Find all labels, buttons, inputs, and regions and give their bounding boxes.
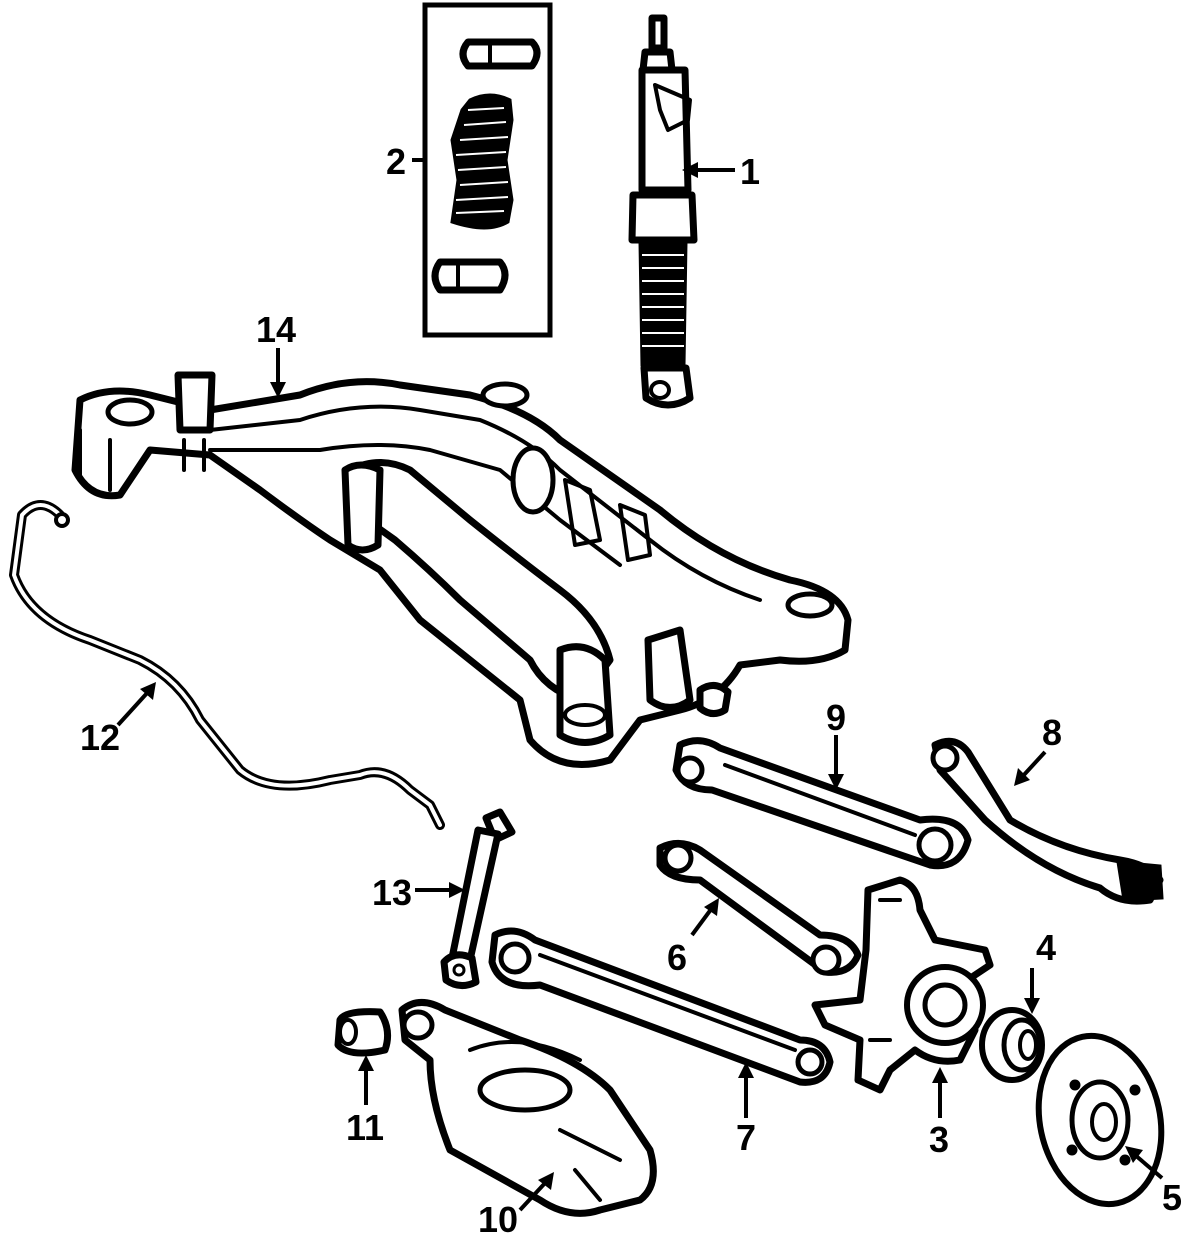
- callout-11: 11: [346, 1107, 384, 1148]
- rear-subframe: [71, 371, 852, 768]
- callout-6: 6: [667, 937, 687, 978]
- wheel-hub: [1035, 1032, 1165, 1208]
- upper-spring-insulator: [459, 38, 541, 70]
- lower-arm: [488, 927, 834, 1086]
- callout-5: 5: [1162, 1177, 1182, 1218]
- callout-12: 12: [80, 717, 120, 758]
- callout-2: 2: [386, 141, 406, 182]
- stabilizer-link: [440, 808, 516, 989]
- camber-arm: [930, 737, 1164, 905]
- callout-10: 10: [478, 1199, 518, 1240]
- shock-absorber: [628, 14, 698, 409]
- callout-14: 14: [256, 309, 296, 350]
- callout-7: 7: [736, 1117, 756, 1158]
- spring-kit-box: [412, 2, 553, 338]
- lower-spring-insulator: [431, 258, 509, 294]
- toe-link: [656, 840, 862, 976]
- knuckle: [811, 876, 994, 1094]
- stabilizer-bar: [9, 500, 445, 830]
- callout-3: 3: [929, 1119, 949, 1160]
- spring-link: [398, 999, 657, 1217]
- callout-8: 8: [1042, 712, 1062, 753]
- callout-9: 9: [826, 697, 846, 738]
- callout-1: 1: [740, 151, 760, 192]
- bushing: [334, 1008, 392, 1057]
- upper-control-arm: [672, 737, 972, 870]
- callout-4: 4: [1036, 927, 1056, 968]
- callout-13: 13: [372, 872, 412, 913]
- coil-spring: [450, 93, 514, 230]
- wheel-bearing: [979, 1007, 1045, 1083]
- leaders: [116, 162, 1164, 1212]
